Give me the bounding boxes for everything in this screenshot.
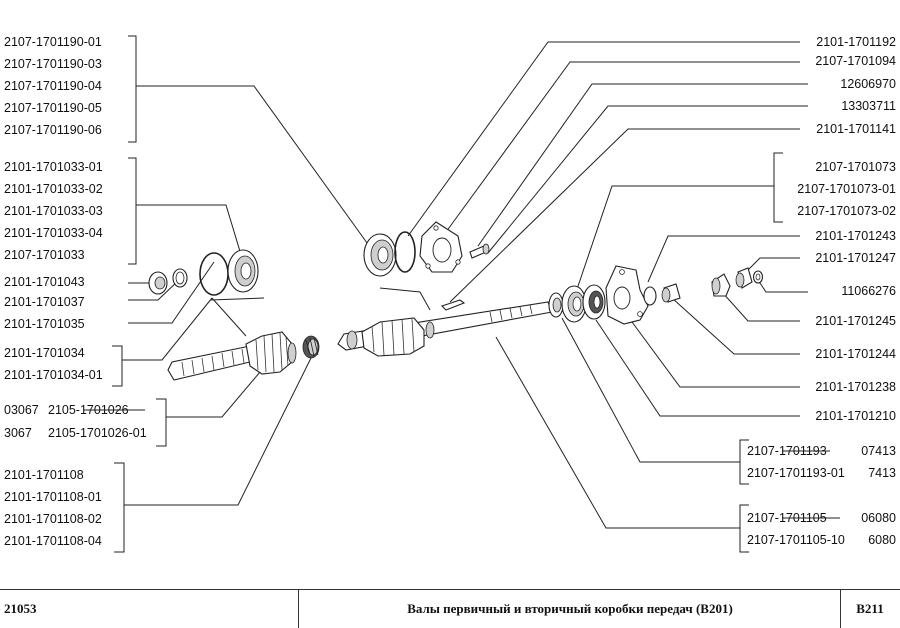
- part-number: 2101-1701108: [4, 468, 84, 482]
- bushing-icon: [661, 283, 681, 303]
- part-number: 13303711: [841, 99, 896, 113]
- part-number: 2101-1701033-01: [4, 160, 103, 174]
- part-number: 2101-1701033-02: [4, 182, 103, 196]
- part-code: 3067: [4, 426, 32, 440]
- part-code: 7413: [868, 466, 896, 480]
- part-number: 2107-1701190-05: [4, 101, 102, 115]
- left-label-column: 2107-1701190-01 2107-1701190-03 2107-170…: [4, 35, 167, 553]
- part-number: 2101-1701033-04: [4, 226, 103, 240]
- group-underline: [209, 297, 265, 301]
- group-bracket: [128, 157, 137, 265]
- part-number: 11066276: [841, 284, 896, 298]
- snap-ring-icon: [172, 268, 188, 288]
- part-number: 2105-1701026-01: [48, 426, 147, 440]
- group-bracket: [112, 345, 123, 387]
- output-shaft-icon: [337, 301, 553, 357]
- part-number: 2101-1701043: [4, 275, 85, 289]
- part-number: 2107-1701073-02: [797, 204, 896, 218]
- right-label-column: 2101-1701192 2107-1701094 12606970 13303…: [739, 35, 896, 553]
- divider: [840, 590, 841, 628]
- part-number: 2107-1701193-01: [747, 466, 845, 480]
- part-number: 2101-1701034-01: [4, 368, 103, 382]
- part-number: 2101-1701192: [816, 35, 896, 49]
- part-code: 03067: [4, 403, 39, 417]
- part-number: 2107-1701190-04: [4, 79, 102, 93]
- part-number: 2107-1701190-01: [4, 35, 102, 49]
- part-number: 12606970: [840, 77, 896, 91]
- needle-bearing-icon: [302, 335, 320, 359]
- part-number: 2101-1701037: [4, 295, 85, 309]
- footer-bar: 21053 Валы первичный и вторичный коробки…: [0, 589, 900, 628]
- part-number: 2101-1701245: [815, 314, 896, 328]
- part-number: 2101-1701108-02: [4, 512, 102, 526]
- part-number: 2107-1701105-10: [747, 533, 845, 547]
- part-number: 2107-1701094: [815, 54, 896, 68]
- part-number: 2101-1701033-03: [4, 204, 103, 218]
- part-number: 2101-1701141: [816, 122, 896, 136]
- leader-lines: [122, 41, 808, 529]
- part-number: 2101-1701108-04: [4, 534, 102, 548]
- parts-drawing: [148, 221, 764, 381]
- retaining-ring-icon: [199, 252, 229, 296]
- spacer-ring-icon: [548, 292, 564, 318]
- divider: [298, 590, 299, 628]
- ball-bearing-icon: [561, 285, 587, 323]
- part-number: 2107-1701190-06: [4, 123, 102, 137]
- ball-bearing-icon: [582, 284, 606, 320]
- part-number: 2101-1701108-01: [4, 490, 102, 504]
- part-number: 2101-1701244: [815, 347, 896, 361]
- seal-ring-icon: [643, 286, 657, 306]
- group-bracket: [128, 35, 137, 143]
- part-number: 2101-1701247: [815, 251, 896, 265]
- seal-ring-icon: [148, 271, 168, 295]
- rear-flange-icon: [605, 265, 649, 325]
- input-shaft-icon: [167, 331, 297, 381]
- group-bracket: [114, 462, 125, 553]
- model-number: 21053: [4, 601, 37, 616]
- part-number: 2101-1701210: [815, 409, 896, 423]
- group-bracket: [156, 398, 167, 447]
- part-number: 2101-1701243: [815, 229, 896, 243]
- screw-icon: [469, 243, 490, 259]
- part-number: 2107-1701190-03: [4, 57, 102, 71]
- part-number: 2107-1701073: [815, 160, 896, 174]
- part-number: 2107-1701073-01: [797, 182, 896, 196]
- part-number: 2107-1701033: [4, 248, 85, 262]
- part-number: 2101-1701034: [4, 346, 85, 360]
- cup-icon: [735, 267, 753, 289]
- part-code: 07413: [861, 444, 896, 458]
- page-title: Валы первичный и вторичный коробки перед…: [407, 601, 733, 616]
- part-number: 2101-1701238: [815, 380, 896, 394]
- part-code: 6080: [868, 533, 896, 547]
- key-icon: [440, 299, 466, 311]
- group-underline: [379, 287, 431, 311]
- ball-bearing-icon: [227, 249, 259, 293]
- washer-icon: [752, 270, 764, 284]
- cap-icon: [711, 273, 731, 297]
- part-number: 2101-1701035: [4, 317, 85, 331]
- bearing-plate-icon: [419, 221, 463, 273]
- part-code: 06080: [861, 511, 896, 525]
- group-bracket: [773, 152, 783, 223]
- ball-bearing-icon: [363, 231, 416, 277]
- page-code: В211: [856, 601, 884, 616]
